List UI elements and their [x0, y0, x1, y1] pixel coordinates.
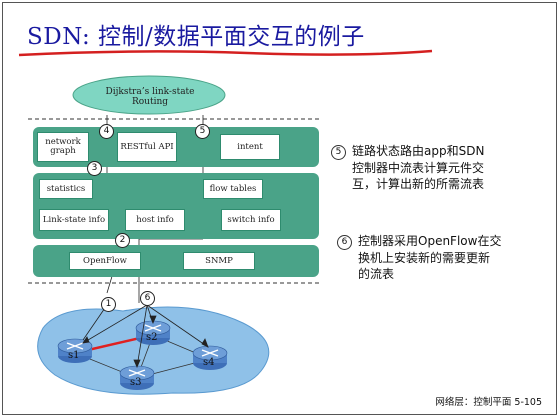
switch-s4 [192, 345, 228, 370]
routing-cloud-label: Dijkstra’s link-state Routing [75, 87, 225, 108]
host-info-box: host info [125, 209, 185, 231]
note-5-line2: 控制器中流表计算元件交 [352, 161, 485, 175]
step-1-marker: 1 [101, 297, 116, 312]
slide-title: SDN: 控制/数据平面交互的例子 [27, 24, 365, 50]
switch-s1-label: s1 [68, 350, 80, 361]
note-step-6: 6 控制器采用OpenFlow在交 换机上安装新的需要更新 的流表 [337, 233, 501, 282]
switch-s2-label: s2 [146, 332, 158, 343]
slide-footer: 网络层：控制平面 5-105 [435, 397, 542, 408]
snmp-box: SNMP [183, 252, 255, 270]
step-5-marker: 5 [195, 124, 210, 139]
switch-s4-label: s4 [203, 357, 215, 368]
title-underline [18, 49, 433, 57]
link-state-report-arrow [82, 304, 108, 341]
switch-s3 [119, 365, 155, 390]
restful-api-box: RESTful API [117, 132, 177, 162]
step-3-marker: 3 [87, 161, 102, 176]
diagram-canvas [28, 75, 321, 395]
statistics-box: statistics [39, 179, 93, 199]
note-6-line3: 的流表 [358, 267, 395, 282]
routing-cloud [72, 75, 226, 115]
link-state-info-box: Link-state info [39, 209, 109, 231]
note-step-5: 5 链路状态路由app和SDN 控制器中流表计算元件交 互，计算出新的所需流表 [331, 143, 484, 192]
routing-cloud-line2: Routing [131, 97, 169, 108]
intent-box: intent [220, 134, 280, 160]
flow-tables-box: flow tables [203, 179, 263, 199]
note-6-number: 6 [337, 235, 352, 250]
install-flow-arrows [82, 304, 209, 369]
network-cloud [37, 306, 270, 395]
note-5-number: 5 [331, 145, 346, 160]
network-graph-box: network graph [37, 132, 89, 162]
switch-s2 [135, 320, 171, 345]
routing-cloud-line1: Dijkstra’s link-state [105, 87, 195, 97]
step-2-marker: 2 [115, 233, 130, 248]
openflow-box: OpenFlow [69, 252, 141, 270]
note-5-line3: 互，计算出新的所需流表 [352, 177, 485, 192]
note-6-line1: 控制器采用OpenFlow在交 [358, 234, 502, 248]
step-4-marker: 4 [99, 124, 114, 139]
note-5-line1: 链路状态路由app和SDN [352, 144, 485, 158]
note-6-line2: 换机上安装新的需要更新 [358, 251, 491, 265]
switch-s3-label: s3 [130, 377, 142, 388]
step-6-marker: 6 [140, 291, 155, 306]
switch-info-box: switch info [221, 209, 281, 231]
